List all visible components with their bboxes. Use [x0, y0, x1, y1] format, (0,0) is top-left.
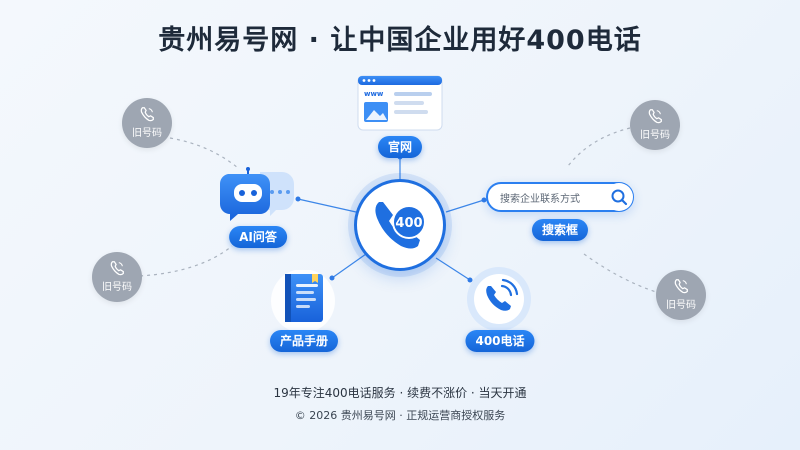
dashed-link-old-4 [583, 253, 657, 293]
search-button[interactable] [605, 183, 633, 211]
dashed-link-old-1 [169, 137, 239, 169]
search-label[interactable]: 搜索框 [531, 219, 589, 241]
phone-icon [674, 279, 688, 294]
phone-icon [140, 107, 154, 122]
website-label[interactable]: 官网 [377, 136, 423, 158]
old-number-2: 旧号码 [92, 252, 142, 302]
svg-text:www: www [364, 90, 384, 98]
phone-label[interactable]: 400电话 [465, 330, 535, 352]
phone-400-icon: 400 [375, 202, 426, 249]
phone-node[interactable] [466, 266, 532, 332]
dashed-link-old-3 [567, 127, 631, 167]
ai-label[interactable]: AI问答 [229, 226, 287, 248]
footer-tagline: 19年专注400电话服务 · 续费不涨价 · 当天开通 [273, 386, 527, 400]
old-number-4: 旧号码 [656, 270, 706, 320]
link-search [445, 199, 485, 213]
robot-chat-icon [219, 167, 294, 221]
manual-node[interactable] [268, 269, 338, 333]
website-node[interactable]: www [356, 74, 444, 134]
center-badge: 400 [395, 216, 422, 231]
phone-ringing-icon [467, 267, 531, 331]
product-manual-icon [271, 269, 335, 333]
link-manual [331, 253, 367, 279]
link-ai [297, 198, 357, 213]
search-input[interactable]: 搜索企业联系方式 [486, 182, 634, 212]
phone-icon [648, 109, 662, 124]
link-phone [435, 257, 471, 281]
center-hub: 400 [354, 179, 446, 271]
page-title: 贵州易号网 · 让中国企业用好400电话 [158, 25, 642, 56]
ai-node[interactable] [219, 166, 298, 224]
manual-label[interactable]: 产品手册 [269, 330, 339, 352]
search-placeholder: 搜索企业联系方式 [500, 194, 580, 205]
browser-window-icon: www [357, 75, 443, 131]
old-number-3: 旧号码 [630, 100, 680, 150]
footer-copyright: © 2026 贵州易号网 · 正规运营商授权服务 [294, 409, 506, 422]
old-number-1: 旧号码 [122, 98, 172, 148]
search-icon [611, 189, 628, 206]
dashed-link-old-2 [139, 245, 233, 277]
phone-icon [110, 261, 124, 276]
